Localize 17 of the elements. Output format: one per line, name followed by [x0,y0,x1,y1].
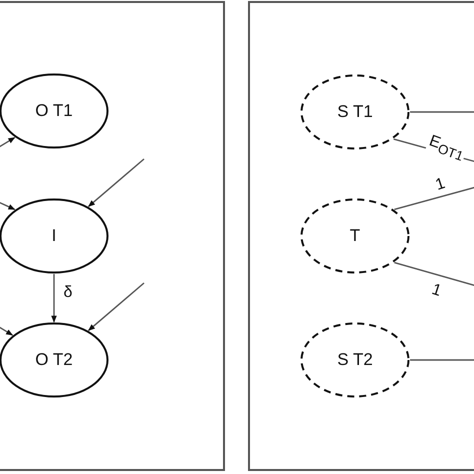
arrow [0,199,16,210]
latent-ellipse [300,198,410,274]
connector-line [410,111,474,113]
node-label: O T2 [34,349,74,371]
node-label: O T1 [34,100,74,122]
arrow [51,274,57,323]
node-label: T [348,225,362,247]
connector-line [394,185,474,210]
latent-ellipse [300,74,410,150]
connector-line [394,262,474,288]
arrow [88,282,144,331]
latent-ellipse [300,322,410,398]
node-label: S T1 [336,101,374,123]
connector-line [410,359,474,361]
node-label: I [50,225,58,247]
node-label: S T2 [336,349,374,371]
arrow [88,158,144,207]
